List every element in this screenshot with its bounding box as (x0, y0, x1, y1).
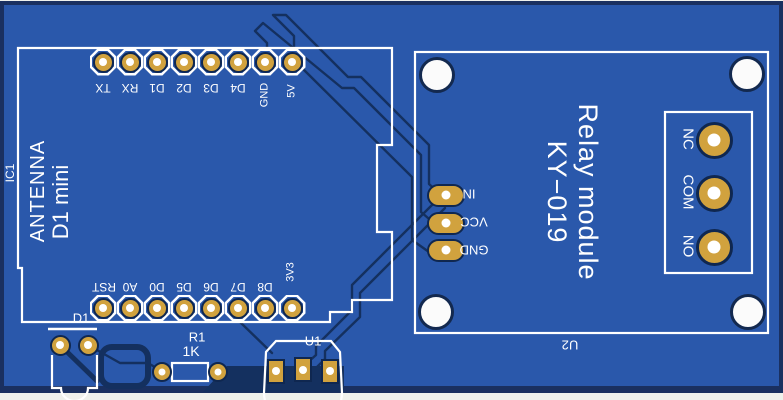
ic1-name-label: D1 mini (48, 164, 73, 240)
relay-title: Relay module KY−019 (541, 103, 603, 280)
pin-label-gnd: GND (258, 82, 271, 108)
mounting-hole-top-right (729, 56, 765, 92)
pin-label-com: COM (679, 174, 697, 210)
r1-value: 1K (182, 343, 200, 359)
d1-pad-1[interactable] (49, 334, 71, 356)
pin-label-no: NO (679, 234, 697, 258)
ic1-pad-rx[interactable] (116, 48, 144, 76)
ic1-pad-d5[interactable] (170, 294, 198, 322)
u1-pad-3[interactable] (321, 358, 339, 384)
mounting-hole-top-left (419, 57, 455, 93)
pin-label-d7: D7 (230, 280, 246, 294)
ic1-pad-d0[interactable] (143, 294, 171, 322)
ic1-pad-d4[interactable] (224, 48, 252, 76)
relay-pad-nc[interactable] (695, 121, 733, 159)
pin-label-nc: NC (679, 128, 697, 150)
ic1-pad-a0[interactable] (116, 294, 144, 322)
relay-title-line1: Relay module (573, 103, 604, 281)
pin-label-d5: D5 (176, 280, 192, 294)
ic1-pad-rst[interactable] (89, 294, 117, 322)
relay-refdes: U2 (561, 337, 579, 353)
trace-d1-loop[interactable] (98, 344, 151, 389)
relay-pad-in[interactable] (427, 183, 465, 207)
ic1-pad-d1[interactable] (143, 48, 171, 76)
terminal-block-outline (663, 110, 754, 275)
pin-label-d8: D8 (257, 280, 273, 294)
mounting-hole-bottom-left (418, 294, 454, 330)
pin-label-tx: TX (95, 81, 111, 95)
r1-pad-2[interactable] (208, 362, 228, 382)
ic1-pad-d6[interactable] (197, 294, 225, 322)
u1-refdes: U1 (304, 333, 322, 349)
pin-label-relay-gnd: GND (459, 242, 489, 258)
pin-label-in: IN (462, 186, 476, 202)
u1-pad-2[interactable] (294, 357, 312, 382)
pin-label-d0: D0 (149, 280, 165, 294)
d1-pad-2[interactable] (77, 334, 99, 356)
trace-gnd-to-vcc[interactable] (253, 21, 437, 226)
ic1-pad-d3[interactable] (197, 48, 225, 76)
relay-pad-com[interactable] (695, 174, 733, 212)
ic1-antenna-label: ANTENNA (27, 139, 49, 243)
pin-label-d4: D4 (230, 81, 246, 95)
pin-label-3v3: 3V3 (284, 262, 297, 282)
pin-label-vcc: VCC (460, 214, 488, 230)
r1-pad-1[interactable] (152, 362, 172, 382)
ic1-pad-5v[interactable] (278, 48, 306, 76)
trace-relay-to-u1-a[interactable] (296, 197, 440, 373)
ic1-pad-d7[interactable] (224, 294, 252, 322)
relay-outline (413, 50, 770, 335)
pin-label-rx: RX (121, 81, 139, 95)
d1-refdes: D1 (72, 310, 90, 326)
pin-label-d3: D3 (203, 81, 219, 95)
ic1-pad-d2[interactable] (170, 48, 198, 76)
ic1-refdes: IC1 (3, 163, 17, 183)
u1-pad-1[interactable] (267, 358, 285, 384)
r1-refdes: R1 (188, 329, 206, 345)
r1-body-outline (170, 361, 210, 383)
pin-label-a0: A0 (122, 280, 138, 294)
pin-label-5v: 5V (285, 84, 298, 98)
u1-outline (262, 339, 344, 394)
pin-label-d1: D1 (149, 81, 165, 95)
ic1-outline (16, 46, 394, 324)
ic1-pad-tx[interactable] (89, 48, 117, 76)
pin-label-d2: D2 (176, 81, 192, 95)
relay-pad-vcc[interactable] (427, 211, 465, 235)
ic1-pad-3v3[interactable] (278, 294, 306, 322)
ic1-pad-d8[interactable] (251, 294, 279, 322)
relay-pad-gnd[interactable] (427, 238, 465, 262)
relay-pad-no[interactable] (695, 228, 733, 266)
pin-label-rst: RST (92, 280, 116, 294)
relay-title-line2: KY−019 (542, 140, 572, 244)
pin-label-d6: D6 (203, 280, 219, 294)
mounting-hole-bottom-right (730, 294, 766, 330)
d1-outline (50, 355, 99, 400)
ic1-pad-gnd[interactable] (251, 48, 279, 76)
trace-5v-to-in[interactable] (271, 13, 444, 198)
u1-outline-arc (262, 392, 344, 400)
trace-to-relay-gnd[interactable] (299, 65, 431, 254)
